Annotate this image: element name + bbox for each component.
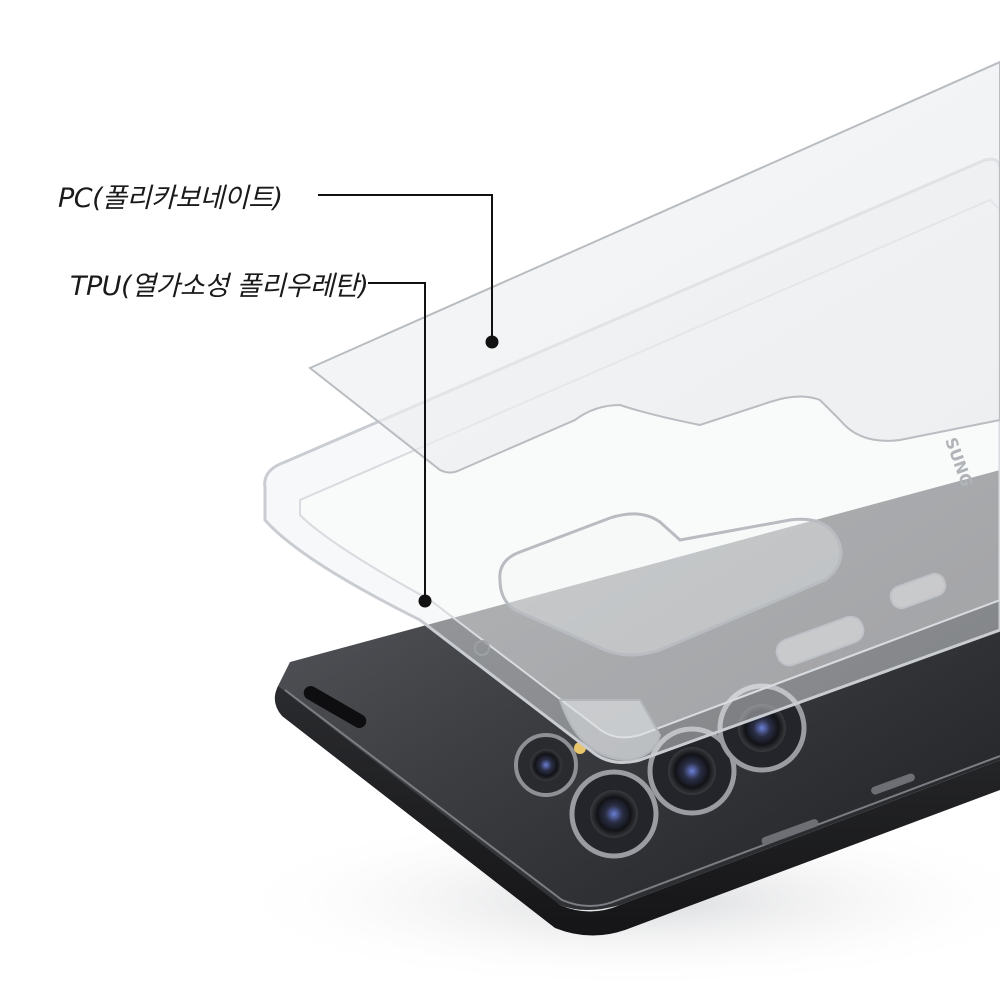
phone-side-frame	[274, 686, 1000, 936]
pc-callout-label: PC(폴리카보네이트)	[58, 183, 283, 214]
pc-leader-line	[318, 194, 493, 340]
camera-lens-glass	[668, 747, 716, 795]
frame-highlight	[284, 689, 1000, 907]
tpu-leader-line	[368, 282, 426, 600]
button-cover	[775, 615, 865, 667]
case-camera-cutout	[498, 512, 843, 657]
button-cover	[889, 572, 947, 610]
corner-bumper	[558, 699, 662, 762]
side-button	[761, 819, 819, 845]
lanyard-hole	[474, 640, 490, 656]
pc-marker-dot	[485, 335, 499, 349]
tpu-marker-dot	[418, 594, 432, 608]
side-button	[871, 773, 915, 795]
camera-lens-glass	[530, 749, 562, 781]
leader-lines	[318, 194, 493, 600]
speaker-slot	[303, 686, 367, 728]
camera-cluster	[514, 683, 807, 859]
camera-lens-glass	[590, 790, 638, 838]
pc-back-plate	[308, 60, 1000, 474]
camera-lens-glass	[738, 704, 786, 752]
tpu-callout-label: TPU(열가소성 폴리우레탄)	[70, 271, 369, 302]
phone-back	[276, 470, 1000, 910]
